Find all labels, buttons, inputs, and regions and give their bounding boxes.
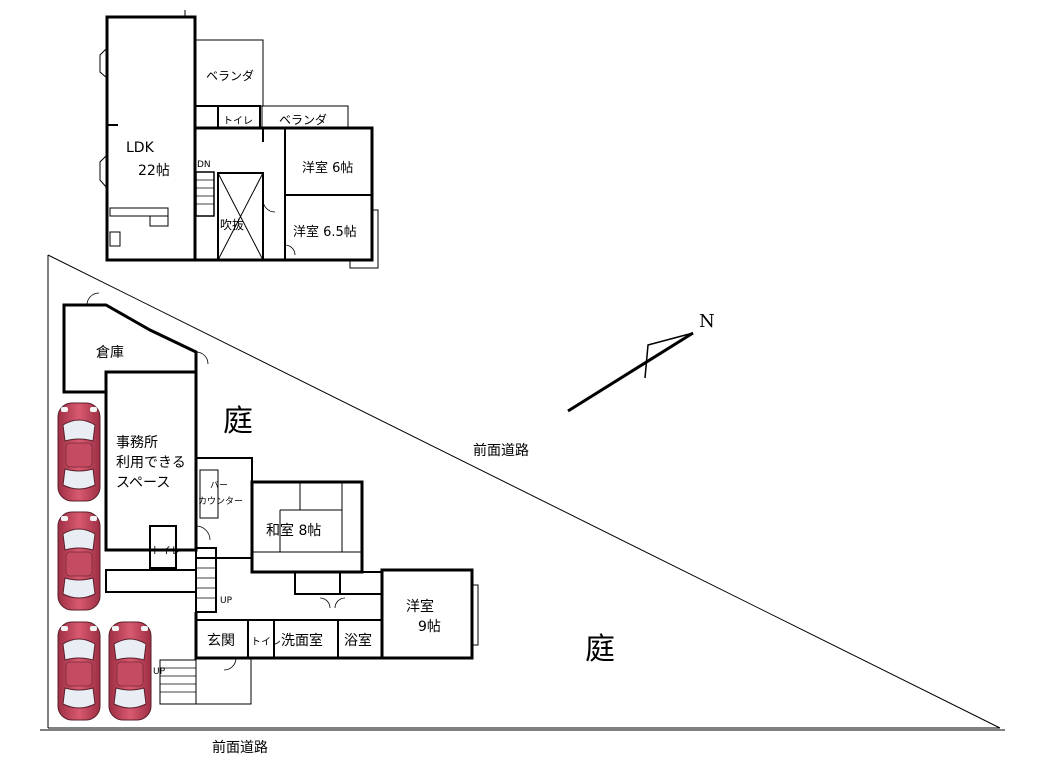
room-label-western-9-1: 洋室 [406, 599, 434, 615]
room-label-western-6: 洋室 6帖 [302, 161, 354, 176]
room-label-toilet: トイレ [223, 116, 253, 127]
garden-label: 庭 [223, 404, 253, 439]
office-label-line-1: 事務所 [116, 435, 158, 451]
room-label-toilet: トイレ [251, 637, 281, 648]
car-icon [57, 402, 101, 502]
north-label: N [699, 311, 715, 332]
room-label-bar-1: バー [210, 481, 229, 491]
room-label-bathroom: 浴室 [344, 633, 372, 649]
road-label: 前面道路 [212, 740, 268, 756]
room-label-toilet: トイレ [151, 546, 181, 557]
room-label-veranda: ベランダ [206, 69, 255, 83]
stairs-up-label: UP [220, 596, 233, 606]
car-icon [57, 511, 101, 611]
road-label: 前面道路 [473, 443, 529, 459]
room-label-entrance: 玄関 [207, 633, 235, 649]
room-size-ldk: 22帖 [138, 163, 170, 179]
room-label-atrium: 吹抜 [220, 218, 245, 232]
room-label-washroom: 洗面室 [281, 633, 323, 649]
ground-floor-plan [62, 292, 479, 705]
room-label-veranda: ベランダ [279, 113, 328, 127]
upper-floor-plan [99, 10, 379, 269]
office-label-line-3: スペース [116, 475, 171, 491]
room-label-office: 事務所 利用できる スペース [116, 433, 186, 493]
room-label-bar-2: カウンター [198, 497, 244, 507]
car-icon [57, 621, 101, 721]
stairs-dn-label: DN [197, 160, 211, 170]
room-label-storage: 倉庫 [96, 345, 124, 361]
room-label-ldk: LDK [126, 140, 154, 156]
room-label-western-65: 洋室 6.5帖 [293, 225, 357, 240]
office-label-line-2: 利用できる [116, 455, 186, 471]
garden-label: 庭 [585, 632, 615, 667]
room-label-japanese: 和室 8帖 [266, 523, 322, 539]
site-boundary [40, 254, 1005, 731]
room-label-western-9-2: 9帖 [418, 619, 441, 635]
north-arrow-icon [567, 331, 694, 413]
stairs-up-label: UP [153, 667, 166, 677]
car-icon [108, 621, 152, 721]
